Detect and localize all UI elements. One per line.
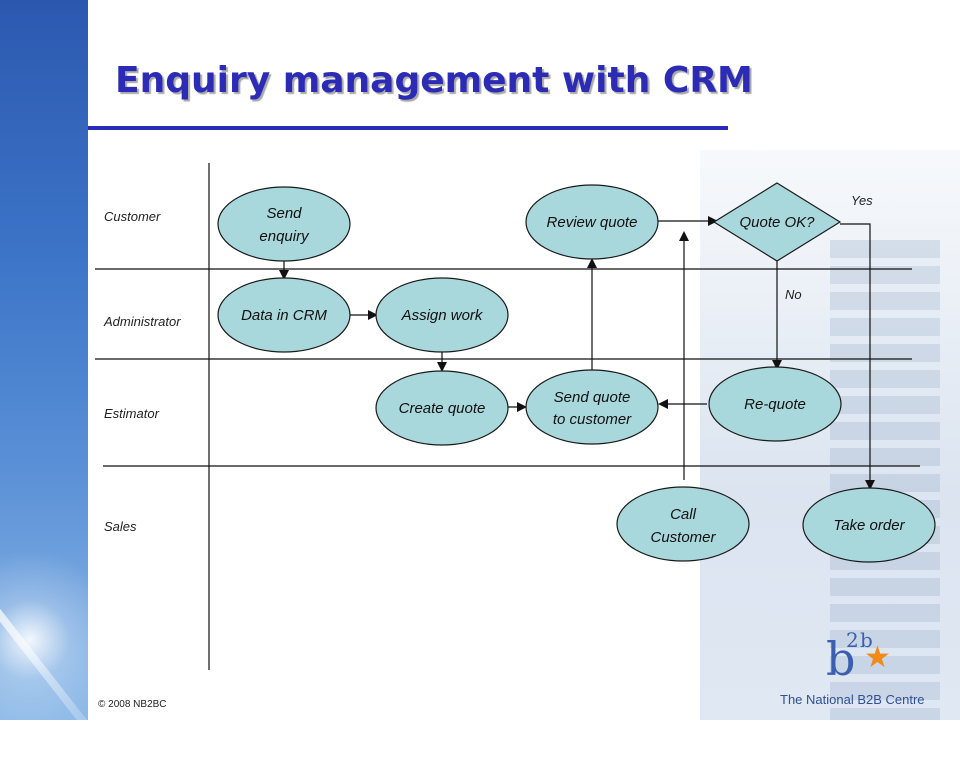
node-send-enquiry-line-1: Send xyxy=(266,205,302,222)
node-send-quote-line-2: to customer xyxy=(553,411,632,428)
node-send-quote-line-1: Send quote xyxy=(554,389,631,406)
lane-label-customer: Customer xyxy=(104,209,161,224)
node-review-quote: Review quote xyxy=(525,184,659,260)
left-decorative-band xyxy=(0,0,88,720)
node-re-quote: Re-quote xyxy=(708,366,842,442)
building-tower xyxy=(830,240,940,720)
node-take-order-label: Take order xyxy=(833,517,905,534)
copyright-notice: © 2008 NB2BC xyxy=(98,699,167,710)
title-underline xyxy=(88,126,728,130)
edge-label-yes: Yes xyxy=(851,193,873,208)
node-take-order: Take order xyxy=(802,487,936,563)
node-assign-work: Assign work xyxy=(375,277,509,353)
node-create-quote-label: Create quote xyxy=(399,400,486,417)
process-diagram: Send enquiry Data in CRM Assign work Cre… xyxy=(95,163,936,670)
node-send-quote: Send quote to customer xyxy=(525,369,659,445)
logo-mark-super: 2 xyxy=(846,628,859,652)
edge-label-no: No xyxy=(785,287,802,302)
node-re-quote-label: Re-quote xyxy=(744,396,806,413)
node-call-customer: Call Customer xyxy=(616,486,750,562)
node-quote-ok-label: Quote OK? xyxy=(739,214,815,231)
slide-title: Enquiry management with CRM xyxy=(115,60,753,101)
nb2b-logo: b 2 b ★ The National B2B Centre xyxy=(780,626,950,716)
node-review-quote-label: Review quote xyxy=(547,214,638,231)
lane-label-administrator: Administrator xyxy=(104,314,181,329)
star-icon: ★ xyxy=(864,641,891,674)
logo-wordmark: The National B2B Centre xyxy=(780,692,925,707)
node-create-quote: Create quote xyxy=(375,370,509,446)
lane-label-estimator: Estimator xyxy=(104,406,159,421)
node-data-in-crm-label: Data in CRM xyxy=(241,307,327,324)
node-quote-ok-decision: Quote OK? xyxy=(712,182,842,262)
logo-mark-super-b: b xyxy=(860,628,873,652)
node-call-customer-line-1: Call xyxy=(670,506,697,523)
node-send-enquiry: Send enquiry xyxy=(217,186,351,262)
node-send-enquiry-line-2: enquiry xyxy=(259,228,310,245)
node-data-in-crm: Data in CRM xyxy=(217,277,351,353)
logo-mark-letter: b xyxy=(826,632,856,686)
node-assign-work-label: Assign work xyxy=(401,307,484,324)
edge-decision-yes xyxy=(840,223,875,490)
node-call-customer-line-2: Customer xyxy=(650,529,716,546)
lane-label-sales: Sales xyxy=(104,519,137,534)
